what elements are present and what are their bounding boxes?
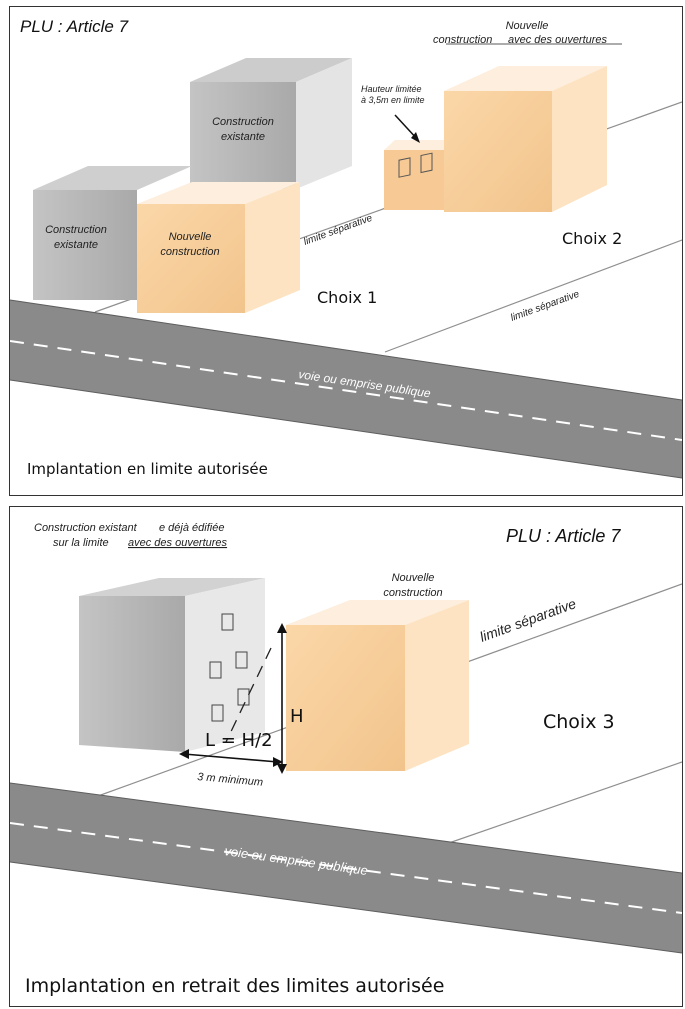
distance-label: L = H/2: [205, 730, 273, 751]
existing-line1b: e déjà édifiée: [159, 522, 224, 534]
window-icon: [221, 613, 234, 631]
window-icon: [235, 651, 248, 669]
existing-line1a: Construction existant: [34, 522, 138, 534]
existing-building-front: [33, 166, 192, 300]
window-icon: [398, 157, 411, 178]
new-building-choice-1: [137, 182, 300, 313]
new-openings-line2b: avec des ouvertures: [508, 34, 608, 46]
panel-1: PLU : Article 7 Nouvelle construction av…: [9, 6, 683, 496]
road-center-line-2: [10, 822, 682, 914]
panel-2-title: PLU : Article 7: [506, 526, 621, 546]
height-label: H: [290, 706, 304, 727]
height-note-line2: à 3,5m en limite: [361, 95, 425, 105]
panel-2: Construction existant e déjà édifiée sur…: [9, 506, 683, 1007]
new-openings-line1: Nouvelle: [506, 20, 549, 32]
choice-2-label: Choix 2: [562, 229, 622, 248]
existing-front-line2: existante: [54, 239, 98, 251]
new-line1: Nouvelle: [392, 572, 435, 584]
window-icon: [211, 704, 224, 722]
new-line2: construction: [383, 587, 442, 599]
existing-back-line1: Construction: [212, 116, 274, 128]
existing-building-back: [190, 58, 352, 189]
panel-1-title: PLU : Article 7: [20, 17, 129, 36]
road-center-line: [10, 340, 682, 441]
distance-arrow: [183, 753, 279, 763]
new-building-choice-2: [444, 66, 607, 212]
existing-back-line2: existante: [221, 131, 265, 143]
height-note-line1: Hauteur limitée: [361, 84, 422, 94]
choice-1-label: Choix 1: [317, 288, 377, 307]
annex-building-choice-2: [384, 140, 455, 210]
panel-1-caption: Implantation en limite autorisée: [27, 460, 268, 478]
new-openings-line2a: construction: [433, 34, 492, 46]
new-front-line2: construction: [160, 246, 219, 258]
existing-line2b: avec des ouvertures: [128, 537, 228, 549]
boundary-line-4: [445, 761, 682, 845]
road: [10, 300, 682, 478]
new-front-line1: Nouvelle: [169, 231, 212, 243]
panel-2-caption: Implantation en retrait des limites auto…: [25, 975, 444, 997]
existing-front-line1: Construction: [45, 224, 107, 236]
prospect-line: [225, 647, 272, 743]
boundary-line-2: [384, 239, 682, 353]
minimum-label: 3 m minimum: [197, 771, 264, 789]
window-icon: [420, 152, 433, 174]
existing-building-with-openings: [79, 578, 265, 752]
new-building-choice-3: [286, 600, 469, 771]
choice-3-label: Choix 3: [543, 711, 615, 733]
window-icon: [209, 661, 222, 679]
existing-line2a: sur la limite: [53, 537, 109, 549]
